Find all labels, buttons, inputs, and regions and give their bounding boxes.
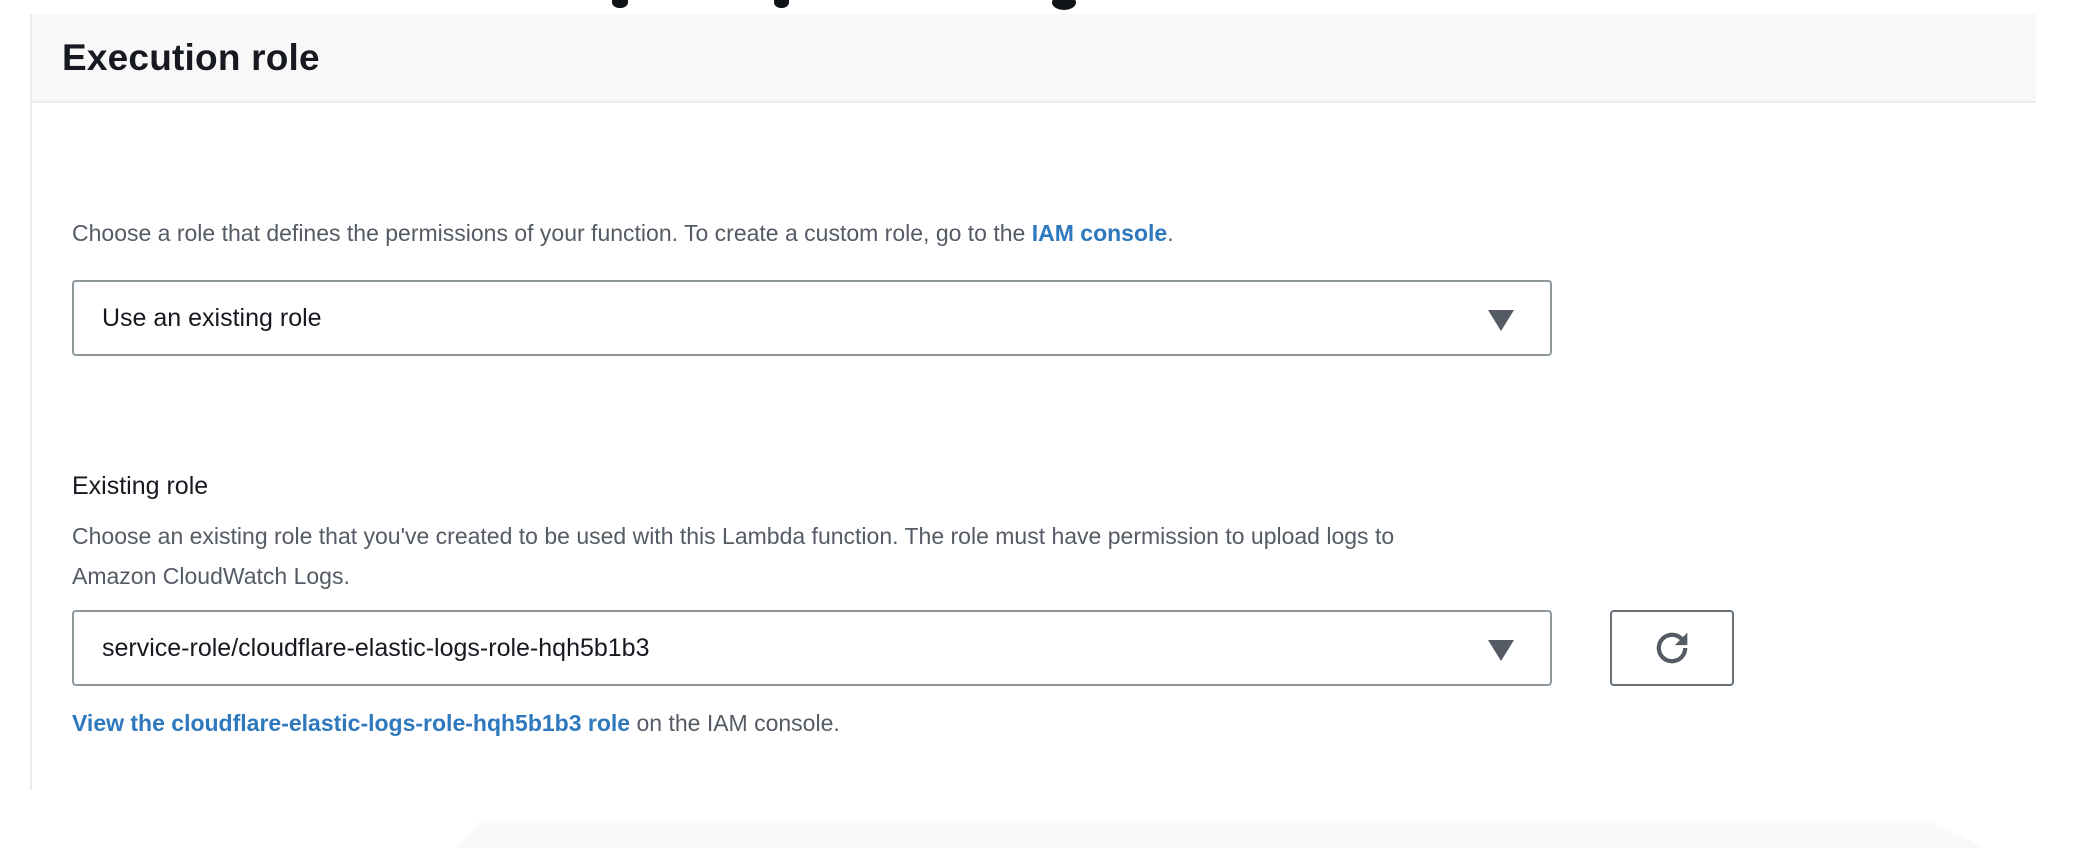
refresh-button[interactable] xyxy=(1610,610,1734,686)
role-source-select[interactable]: Use an existing role xyxy=(72,280,1552,356)
existing-role-description: Choose an existing role that you've crea… xyxy=(72,516,1394,596)
role-source-select-value: Use an existing role xyxy=(102,303,322,332)
existing-role-label: Existing role xyxy=(72,472,209,500)
execution-role-panel: Execution role Choose a role that define… xyxy=(30,14,2036,790)
caret-down-icon xyxy=(1488,310,1514,332)
view-role-suffix: on the IAM console. xyxy=(630,710,840,736)
existing-role-select-value: service-role/cloudflare-elastic-logs-rol… xyxy=(102,633,650,662)
existing-role-description-line2: Amazon CloudWatch Logs. xyxy=(72,563,350,589)
cropped-text-artifact xyxy=(612,0,628,8)
intro-text: Choose a role that defines the permissio… xyxy=(72,220,1032,246)
existing-role-select[interactable]: service-role/cloudflare-elastic-logs-rol… xyxy=(72,610,1552,686)
intro-suffix: . xyxy=(1167,220,1174,246)
cropped-text-artifact xyxy=(774,0,789,8)
bottom-overlay-artifact xyxy=(455,820,1985,848)
refresh-icon xyxy=(1649,625,1695,671)
view-role-link[interactable]: View the cloudflare-elastic-logs-role-hq… xyxy=(72,710,631,736)
role-intro-text: Choose a role that defines the permissio… xyxy=(72,220,1174,247)
panel-title: Execution role xyxy=(62,36,320,78)
iam-console-link[interactable]: IAM console xyxy=(1031,220,1168,246)
view-role-line: View the cloudflare-elastic-logs-role-hq… xyxy=(72,710,840,737)
cropped-text-artifact xyxy=(1052,0,1076,10)
existing-role-description-line1: Choose an existing role that you've crea… xyxy=(72,523,1395,549)
caret-down-icon xyxy=(1488,640,1514,662)
panel-header: Execution role xyxy=(32,14,2036,103)
